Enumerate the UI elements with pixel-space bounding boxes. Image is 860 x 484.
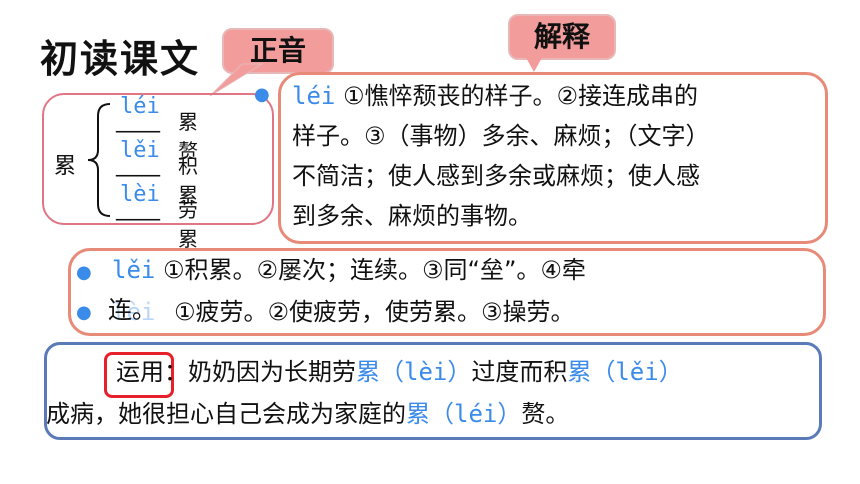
zhengyin-tag-pointer bbox=[209, 63, 264, 97]
jieshi-tag: 解释 bbox=[508, 14, 616, 60]
usage-line: 运用：奶奶因为长期劳累（lèi）过度而积累（lěi） bbox=[116, 358, 683, 386]
reading-word: 积累 bbox=[178, 154, 198, 207]
jieshi-tag-pointer bbox=[524, 54, 544, 72]
reading-blank: ____ bbox=[116, 152, 160, 177]
reading-word: 累赘 bbox=[178, 110, 198, 163]
definition-box-lei2 bbox=[278, 72, 828, 244]
usage-highlight bbox=[104, 352, 174, 398]
definition-text: ①疲劳。②使疲劳，使劳累。③操劳。 bbox=[174, 298, 575, 326]
definition-line: lěi ①积累。②屡次；连续。③同“垒”。④牵 bbox=[112, 250, 586, 290]
reading-pinyin: léi bbox=[120, 94, 160, 119]
usage-line: 成病，她很担心自己会成为家庭的累（léi）赘。 bbox=[46, 400, 570, 428]
definition-line: 到多余、麻烦的事物。 bbox=[292, 202, 532, 230]
reading-pinyin: lèi bbox=[120, 182, 160, 207]
pronunciation-box bbox=[42, 93, 274, 225]
definition-pinyin: léi bbox=[292, 82, 336, 110]
usage-label: 运用 bbox=[116, 358, 164, 386]
definition-text: ①积累。②屡次；连续。③同“垒”。④牵 bbox=[163, 256, 586, 284]
bullet-icon: ● bbox=[254, 84, 270, 105]
definition-line: léi ①憔悴颓丧的样子。②接连成串的 bbox=[292, 76, 698, 116]
reading-blank: ____ bbox=[116, 196, 160, 221]
definition-line: 不简洁；使人感到多余或麻烦；使人感 bbox=[292, 162, 700, 190]
definition-pinyin-faded: lèi bbox=[112, 298, 156, 326]
bullet-icon: ● bbox=[76, 302, 92, 323]
bullet-icon: ● bbox=[76, 262, 92, 283]
definition-pinyin: lěi bbox=[112, 256, 156, 284]
definition-text: ①憔悴颓丧的样子。②接连成串的 bbox=[343, 82, 699, 110]
reading-pinyin: lěi bbox=[120, 138, 160, 163]
definition-wrap: 连。 bbox=[108, 296, 156, 324]
page-title: 初读课文 bbox=[40, 37, 201, 81]
definition-line: 样子。③（事物）多余、麻烦；（文字） bbox=[292, 122, 710, 150]
usage-box bbox=[44, 342, 822, 440]
polyphone-char: 累 bbox=[54, 154, 77, 179]
definition-box-lei3-lei4 bbox=[68, 248, 826, 336]
reading-blank: ____ bbox=[116, 108, 160, 133]
brace-icon bbox=[87, 103, 111, 217]
reading-word: 劳累 bbox=[178, 198, 198, 251]
